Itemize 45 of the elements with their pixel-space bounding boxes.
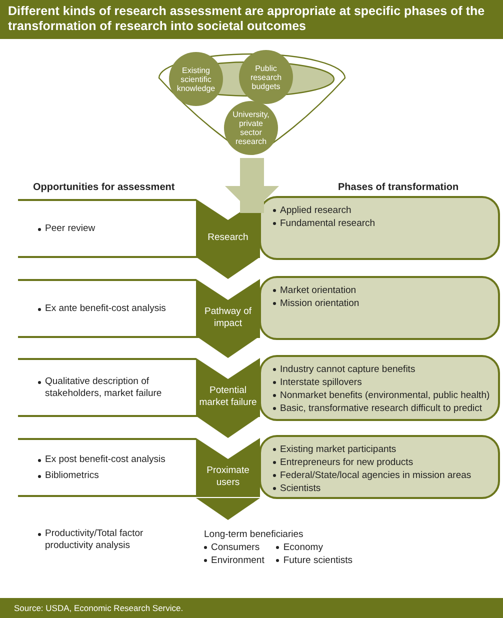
bullet-text: Future scientists (283, 554, 353, 567)
bullet-text: Market orientation (280, 284, 356, 297)
bullet-text: Applied research (280, 204, 352, 217)
bullet-text: Nonmarket benefits (environmental, public health) (280, 389, 490, 402)
phase-box: Potential market failure (196, 358, 260, 417)
bullet-text: Basic, transformative research difficult to predict (280, 402, 482, 415)
assessment-band (18, 358, 196, 417)
bullet-text: Federal/State/local agencies in mission areas (280, 469, 472, 482)
bullet-text: Existing market participants (280, 443, 396, 456)
arrow (196, 497, 260, 520)
arrow (196, 336, 260, 358)
bullet-text: Scientists (280, 482, 321, 495)
funnel (157, 50, 347, 158)
bullet-text: Industry cannot capture benefits (280, 363, 416, 376)
assessment-band (18, 438, 196, 497)
column-heading: Phases of transformation (338, 181, 459, 195)
phase-box: Pathway of impact (196, 279, 260, 338)
arrow (225, 158, 279, 213)
column-heading: Opportunities for assessment (33, 181, 175, 195)
bullet-text: Bibliometrics (45, 470, 99, 482)
bullet-text: Interstate spillovers (280, 376, 362, 389)
phase-panel (259, 355, 500, 421)
assessment-band (18, 199, 196, 258)
bullet-text: Fundamental research (280, 217, 376, 230)
arrow (196, 257, 260, 279)
bullet-text: Ex post benefit-cost analysis (45, 454, 166, 466)
title-bar: Different kinds of research assessment are appropriate at specific phases of the transformation of research into societal outcomes (0, 0, 503, 39)
heading: Long-term beneficiaries (204, 528, 304, 541)
bullet-text: Entrepreneurs for new products (280, 456, 414, 469)
phase-panel (259, 435, 500, 499)
phase-box: Proximate users (196, 438, 260, 497)
bullet-text: Peer review (45, 222, 96, 234)
phase-panel (259, 276, 500, 340)
bullet-text: Productivity/Total factor productivity analysis (45, 528, 144, 552)
phase-panel (259, 196, 500, 260)
bullet-text: Economy (283, 541, 323, 554)
source-bar: Source: USDA, Economic Research Service. (0, 598, 503, 618)
bullet-text: Mission orientation (280, 297, 360, 310)
assessment-band (18, 279, 196, 338)
bullet-text: Ex ante benefit-cost analysis (45, 302, 166, 314)
arrow (196, 416, 260, 438)
bullet-text: Environment (211, 554, 264, 567)
phase-box: Research (196, 199, 260, 258)
bullet-text: Qualitative description of stakeholders, market failure (45, 376, 163, 400)
bullet-text: Consumers (211, 541, 260, 554)
